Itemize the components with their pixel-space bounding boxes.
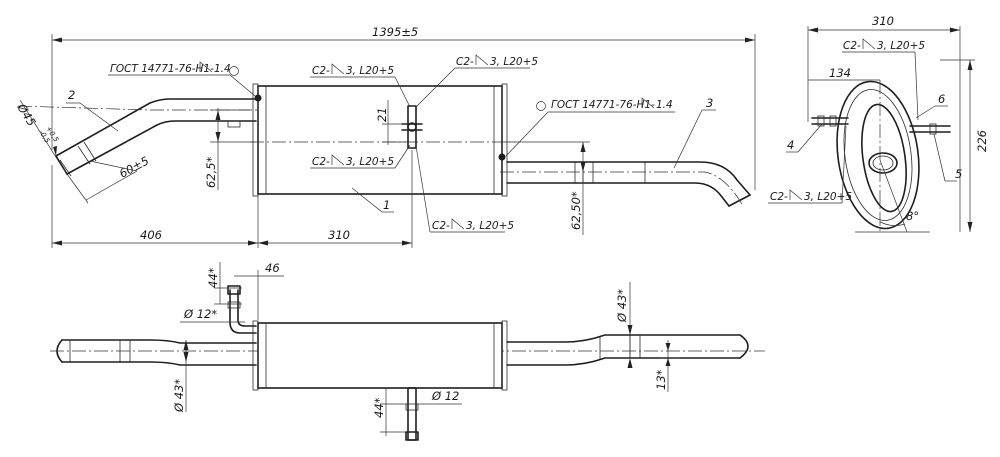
front-section-label: 406 (140, 228, 162, 242)
outlet-weld-standard: ГОСТ 14771-76-Н1- (551, 99, 655, 111)
weld-b-rest: 3, L20+5 (490, 56, 538, 68)
outlet-angle-label: 8° (906, 209, 919, 223)
weld-a-rest: 3, L20+5 (346, 65, 394, 77)
outlet-weld-note: ГОСТ 14771-76-Н1- 1.4 (505, 97, 675, 157)
callout-inlet-pipe: 2 (68, 88, 75, 102)
front-offset-label: 62,5* (204, 156, 218, 188)
inlet-weld-note: ГОСТ 14771-76-Н1- 1.4 (108, 61, 256, 97)
weld-e-rest: 3, L20+5 (877, 40, 925, 52)
weld-a-prefix: C2- (312, 65, 330, 77)
bottom-hanger-length-label: 44* (372, 397, 386, 418)
weld-c-prefix: C2- (312, 156, 330, 168)
callout-right-bracket: 5 (955, 167, 962, 181)
end-view-width-label: 310 (872, 14, 894, 28)
weld-e-prefix: C2- (843, 40, 861, 52)
rear-offset-label: 62,50* (569, 191, 583, 230)
top-hanger-offset-label: 46 (265, 261, 280, 275)
callout-outlet-pipe: 3 (706, 96, 713, 110)
pipe-diameter-left-label: Ø 43* (172, 379, 186, 413)
weld-f-rest: 3, L20+5 (804, 191, 852, 203)
plan-view: 44* 46 Ø 12* Ø 43* Ø 43* 13* 44* Ø 12 (50, 261, 765, 441)
inlet-diameter-dimension: Ø45 +0,5 -0,5 (14, 99, 65, 171)
top-hanger-rod-label: Ø 12* (183, 307, 217, 321)
callout-left-bracket: 4 (787, 138, 794, 152)
overall-length-label: 1395±5 (372, 25, 418, 39)
top-view: 1395±5 406 310 Ø45 +0,5 -0,5 (14, 25, 756, 248)
muffler-length-label: 310 (328, 228, 350, 242)
pipe-diameter-right-label: Ø 43* (615, 289, 629, 323)
weld-b-prefix: C2- (456, 56, 474, 68)
inlet-pipe (17, 98, 258, 177)
bottom-hanger-rod-label: Ø 12 (431, 389, 459, 403)
end-view-height-label: 226 (975, 130, 989, 152)
weld-c-rest: 3, L20+5 (346, 156, 394, 168)
weld-d-prefix: C2- (432, 220, 450, 232)
inlet-overlap-label: 60±5 (117, 153, 151, 180)
outlet-weld-leg: 1.4 (656, 99, 673, 111)
rear-offset-dimension: 62,50* (505, 141, 590, 235)
callout-end-cap: 6 (938, 92, 945, 106)
weld-note-c: C2- 3, L20+5 (310, 144, 411, 169)
mount-spacing-dimension: 21 (375, 100, 406, 145)
top-hanger-length-label: 44* (206, 267, 220, 288)
outlet-pipe (500, 161, 751, 207)
callout-body: 1 (383, 198, 390, 212)
mount-spacing-label: 21 (375, 107, 389, 122)
weld-note-a: C2- 3, L20+5 (310, 63, 411, 108)
callout-leaders: 2 1 3 (66, 88, 716, 213)
inlet-weld-standard: ГОСТ 14771-76-Н1- (110, 63, 214, 75)
section-length-dimensions: 406 310 (51, 150, 413, 248)
front-offset-dimension: 62,5* (204, 108, 255, 190)
weld-note-d: C2- 3, L20+5 (415, 145, 514, 233)
weld-d-rest: 3, L20+5 (466, 220, 514, 232)
muffler-body (250, 83, 515, 197)
inlet-overlap-dimension: 60±5 (66, 153, 151, 204)
end-view: 310 134 226 8° C2- 3, L20+5 C2- 3, L20+5… (768, 14, 989, 233)
weld-f-prefix: C2- (770, 191, 788, 203)
overall-length-dimension: 1395±5 (51, 25, 756, 190)
inlet-weld-leg: 1.4 (214, 63, 231, 75)
weld-note-b: C2- 3, L20+5 (415, 54, 538, 108)
end-view-offset-label: 134 (829, 66, 851, 80)
outlet-drop-label: 13* (654, 369, 668, 390)
